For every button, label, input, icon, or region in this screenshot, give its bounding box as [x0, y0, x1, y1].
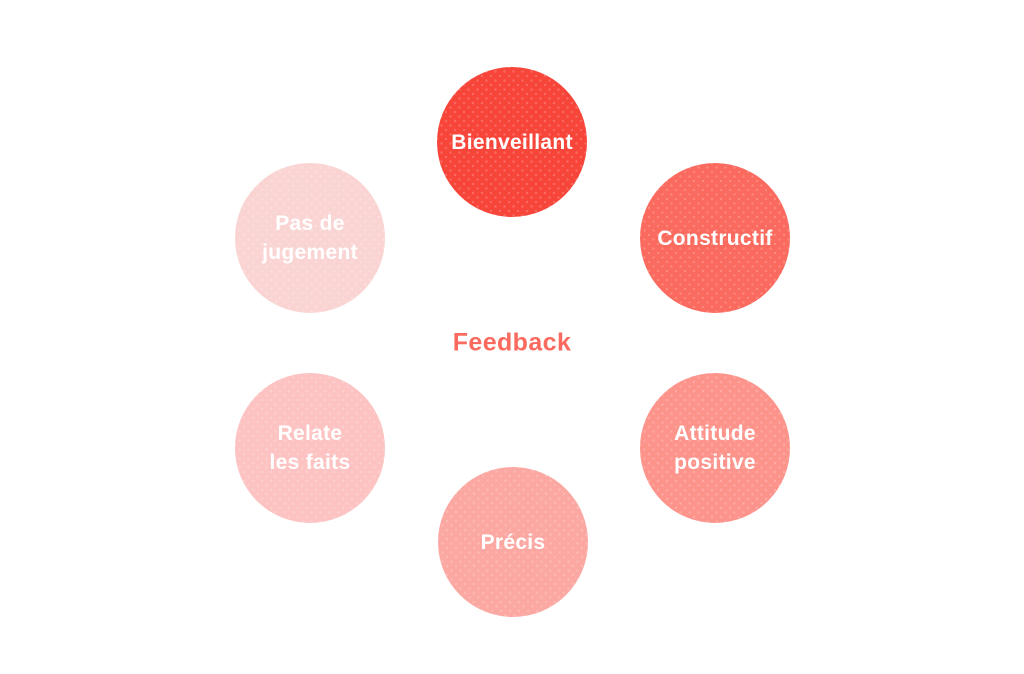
circle-label: Précis — [473, 528, 554, 557]
circle-pas-de-jugement: Pas de jugement — [235, 163, 385, 313]
circle-label: Attitude positive — [666, 419, 764, 477]
circle-precis: Précis — [438, 467, 588, 617]
circle-bienveillant: Bienveillant — [437, 67, 587, 217]
circle-label-line: Attitude — [674, 422, 756, 445]
circle-label: Pas de jugement — [254, 209, 366, 267]
circle-label: Constructif — [649, 224, 780, 253]
circle-label: Relate les faits — [262, 419, 359, 477]
circle-label-line: positive — [674, 451, 756, 474]
center-label: Feedback — [452, 328, 572, 357]
circle-constructif: Constructif — [640, 163, 790, 313]
circle-label-line: Constructif — [657, 226, 773, 250]
circle-label: Bienveillant — [443, 128, 580, 157]
circle-label-line: Pas de — [275, 212, 345, 235]
circle-label-line: jugement — [262, 241, 358, 264]
circle-label-line: les faits — [269, 451, 351, 474]
circle-label-line: Relate — [277, 422, 343, 445]
circle-attitude-positive: Attitude positive — [640, 373, 790, 523]
circle-label-line: Précis — [480, 530, 546, 554]
circle-label-line: Bienveillant — [451, 130, 573, 154]
circle-relate-les-faits: Relate les faits — [235, 373, 385, 523]
